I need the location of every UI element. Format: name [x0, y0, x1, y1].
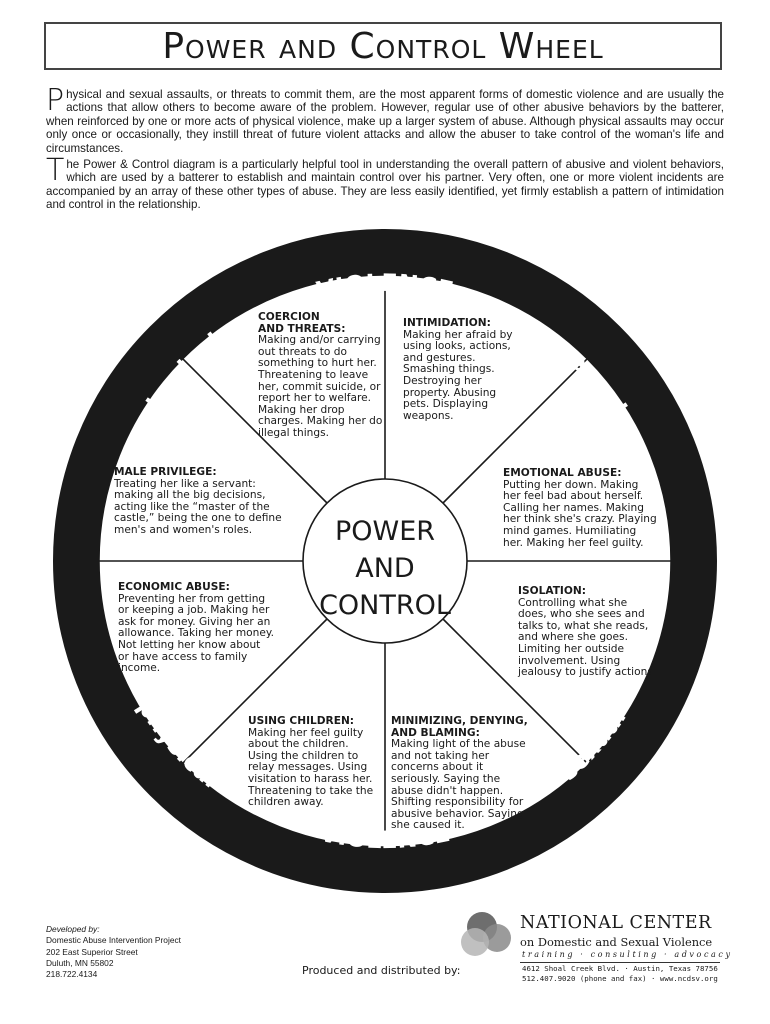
spoke-male-privilege: MALE PRIVILEGE: Treating her like a serv…	[114, 466, 290, 537]
spoke-heading: ISOLATION:	[518, 585, 586, 597]
spoke-heading: ECONOMIC ABUSE:	[118, 581, 230, 593]
intro-paragraph-2-text: he Power & Control diagram is a particul…	[46, 158, 724, 212]
ncdsv-contact-line: 512.407.9020 (phone and fax) · www.ncdsv…	[522, 973, 718, 983]
spoke-body: Putting her down. Making her feel bad ab…	[503, 478, 657, 549]
spoke-heading: COERCION AND THREATS:	[258, 311, 346, 335]
developed-by-label: Developed by:	[46, 924, 100, 934]
center-text-power: POWER	[335, 516, 435, 547]
spoke-body: Preventing her from getting or keeping a…	[118, 592, 275, 675]
spoke-body: Making her afraid by using looks, action…	[403, 328, 513, 422]
spoke-isolation: ISOLATION: Controlling what she does, wh…	[518, 585, 658, 679]
ncdsv-subtitle: on Domestic and Sexual Violence	[520, 935, 713, 949]
spoke-heading: INTIMIDATION:	[403, 317, 491, 329]
intro-paragraph-1-text: hysical and sexual assaults, or threats …	[46, 88, 724, 155]
spoke-emotional-abuse: EMOTIONAL ABUSE: Putting her down. Makin…	[503, 467, 659, 549]
spoke-minimizing-denying-blaming: MINIMIZING, DENYING, AND BLAMING: Making…	[391, 715, 531, 832]
spoke-intimidation: INTIMIDATION: Making her afraid by using…	[403, 317, 515, 422]
ncdsv-rule	[520, 962, 720, 963]
spoke-using-children: USING CHILDREN: Making her feel guilty a…	[248, 715, 380, 809]
title-box: Power and Control Wheel	[44, 22, 722, 70]
spoke-body: Controlling what she does, who she sees …	[518, 596, 657, 679]
spoke-heading: USING CHILDREN:	[248, 715, 355, 727]
dropcap-p: P	[46, 83, 65, 118]
ncdsv-address-line: 4612 Shoal Creek Blvd. · Austin, Texas 7…	[522, 964, 718, 973]
center-text-control: CONTROL	[319, 590, 451, 621]
developer-city: Duluth, MN 55802	[46, 957, 114, 968]
divider-top-left	[182, 358, 328, 504]
wheel-rim	[53, 229, 717, 893]
divider-bottom-left	[182, 618, 328, 764]
ncdsv-tagline: training · consulting · advocacy	[522, 950, 733, 959]
spoke-body: Making light of the abuse and not taking…	[391, 738, 526, 832]
ncdsv-name: NATIONAL CENTER	[520, 913, 712, 933]
developer-street: 202 East Superior Street	[46, 946, 138, 957]
developer-org: Domestic Abuse Intervention Project	[46, 935, 181, 946]
ncdsv-logo-icon	[461, 912, 511, 956]
divider-bottom-right	[442, 618, 588, 764]
wheel-dividers	[99, 275, 671, 847]
spoke-body: Making and/or carrying out threats to do…	[258, 334, 383, 439]
spoke-coercion-and-threats: COERCION AND THREATS: Making and/or carr…	[258, 311, 386, 440]
center-hub	[302, 478, 468, 644]
ncdsv-address: 4612 Shoal Creek Blvd. · Austin, Texas 7…	[522, 964, 718, 984]
spoke-body: Making her feel guilty about the childre…	[248, 726, 374, 809]
spoke-heading: MALE PRIVILEGE:	[114, 466, 217, 478]
developer-credit: Developed by: Domestic Abuse Interventio…	[46, 924, 181, 980]
produced-by-label: Produced and distributed by:	[302, 964, 461, 977]
center-text-and: AND	[355, 553, 414, 584]
divider-top-right	[442, 358, 588, 504]
page-title: Power and Control Wheel	[162, 26, 604, 67]
power-control-wheel: POWER AND CONTROL VIOLENCE physical sexu…	[53, 229, 717, 893]
spoke-economic-abuse: ECONOMIC ABUSE: Preventing her from gett…	[118, 581, 275, 675]
dropcap-t: T	[46, 153, 65, 188]
spoke-heading: MINIMIZING, DENYING, AND BLAMING:	[391, 715, 528, 739]
developer-phone: 218.722.4134	[46, 969, 98, 980]
spoke-heading: EMOTIONAL ABUSE:	[503, 467, 622, 479]
spoke-body: Treating her like a servant: making all …	[114, 477, 282, 536]
